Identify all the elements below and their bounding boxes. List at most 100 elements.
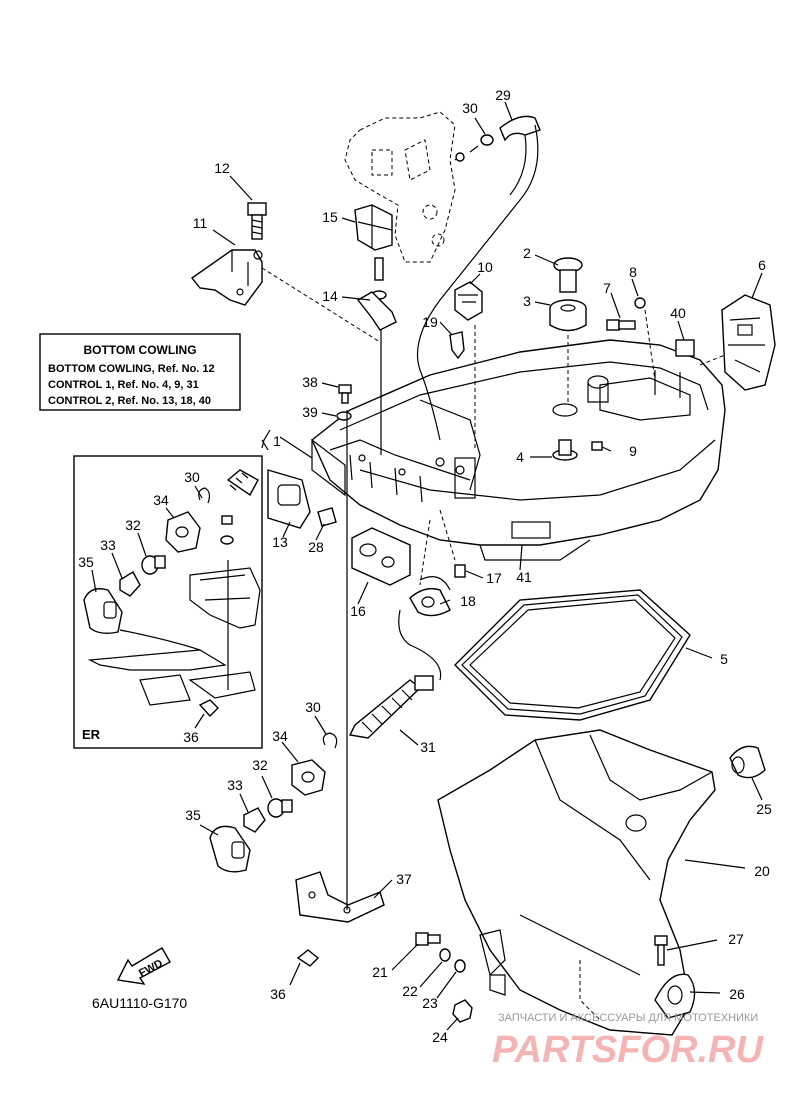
inset-callout-36: 36 (183, 729, 199, 745)
callout-9: 9 (629, 443, 637, 459)
callout-36: 36 (270, 986, 286, 1002)
inset-nut-icon (165, 511, 201, 553)
part-36-screw (296, 949, 320, 967)
callout-5: 5 (720, 651, 728, 667)
part-28-seal (317, 507, 337, 527)
callout-24: 24 (432, 1029, 448, 1045)
part-30-clip (454, 134, 494, 162)
callout-23: 23 (422, 995, 438, 1011)
part-21-bolt (415, 932, 441, 946)
fwd-arrow-icon: FWD (116, 947, 171, 985)
part-31-cable (348, 609, 442, 739)
callout-21: 21 (372, 964, 388, 980)
part-14-bracket (356, 257, 397, 331)
part-29-hose (416, 115, 541, 441)
part-20-cover (437, 729, 716, 1036)
part-2-bolt (553, 257, 583, 293)
callout-27: 27 (728, 931, 744, 947)
part-16-panel (351, 527, 411, 586)
part-30-clip-lower (322, 732, 338, 749)
callout-2: 2 (523, 245, 531, 261)
ref-box-line-1: BOTTOM COWLING, Ref. No. 12 (48, 363, 215, 375)
part-17-screw (454, 564, 466, 578)
leader-lines (199, 101, 763, 1031)
callout-35: 35 (185, 807, 201, 823)
part-3-grommet (549, 299, 587, 332)
part-4-collar (552, 439, 578, 461)
callout-15: 15 (322, 209, 338, 225)
inset-callout-35: 35 (78, 554, 94, 570)
callout-37: 37 (396, 871, 412, 887)
watermark-tagline: ЗАПЧАСТИ И АКСЕССУАРЫ ДЛЯ МОТОТЕХНИКИ (498, 1012, 758, 1024)
inset-callout-32: 32 (125, 517, 141, 533)
callout-13: 13 (272, 534, 288, 550)
part-32-grommet (267, 798, 293, 818)
part-18-grommet (409, 576, 451, 617)
part-15-plate (354, 204, 393, 251)
callout-31: 31 (420, 739, 436, 755)
callout-11: 11 (193, 215, 208, 231)
callout-32: 32 (252, 757, 268, 773)
inset-callout-30: 30 (184, 469, 200, 485)
part-38-screw (338, 384, 352, 404)
callout-26: 26 (729, 986, 745, 1002)
inset-clip-icon (198, 487, 211, 504)
part-25-grommet (729, 745, 766, 779)
callout-25: 25 (756, 801, 772, 817)
callout-12: 12 (214, 160, 230, 176)
callout-20: 20 (754, 863, 770, 879)
part-10-grommet (454, 281, 483, 321)
callout-14: 14 (322, 288, 338, 304)
callout-1: 1 (273, 433, 281, 449)
callouts: 29 30 12 11 15 14 2 3 10 19 7 8 6 40 38 … (78, 87, 772, 1045)
reference-box: BOTTOM COWLING BOTTOM COWLING, Ref. No. … (39, 333, 271, 451)
part-40-label (675, 339, 695, 357)
part-39-washer (336, 411, 352, 421)
callout-6: 6 (758, 257, 766, 273)
part-37-bracket (295, 871, 385, 923)
part-7-bolt (606, 319, 636, 331)
bottom-cowling (311, 339, 726, 561)
part-8-washer (634, 297, 646, 309)
callout-33: 33 (227, 777, 243, 793)
part-26-seal (654, 973, 696, 1019)
inset-cable-icon (226, 469, 259, 497)
part-27-screw (654, 935, 668, 966)
er-inset-label: ER (82, 727, 101, 742)
inset-callout-34: 34 (153, 492, 169, 508)
callout-40: 40 (670, 305, 686, 321)
part-33-clip (243, 807, 266, 833)
part-9-screw (591, 441, 603, 451)
part-24-nut (452, 999, 473, 1023)
part-22-washer (439, 948, 451, 962)
ref-box-title: BOTTOM COWLING (83, 343, 196, 357)
part-34-nut (291, 759, 326, 796)
part-35-damper (209, 825, 251, 873)
ref-box-line-2: CONTROL 1, Ref. No. 4, 9, 31 (48, 379, 199, 391)
inset-damper-icon (83, 588, 123, 635)
callout-8: 8 (629, 264, 637, 280)
part-23-washer (454, 959, 466, 973)
callout-10: 10 (477, 259, 493, 275)
callout-22: 22 (402, 983, 418, 999)
callout-17: 17 (486, 570, 502, 586)
callout-28: 28 (308, 539, 324, 555)
engine-outline (344, 111, 456, 263)
callout-29: 29 (495, 87, 511, 103)
callout-30: 30 (462, 100, 478, 116)
watermark-logo: PARTSFOR.RU (492, 1029, 764, 1071)
inset-callout-33: 33 (100, 537, 116, 553)
callout-30b: 30 (305, 699, 321, 715)
inset-leaders (91, 485, 205, 729)
callout-34: 34 (272, 728, 288, 744)
callout-39: 39 (302, 404, 318, 420)
part-12-bolt (247, 202, 267, 240)
callout-19: 19 (422, 314, 438, 330)
part-6-latch (721, 294, 776, 391)
callout-38: 38 (302, 374, 318, 390)
callout-41: 41 (516, 569, 532, 585)
part-19-clip (449, 331, 465, 360)
callout-4: 4 (516, 449, 524, 465)
figure-code: 6AU1110-G170 (92, 995, 187, 1011)
